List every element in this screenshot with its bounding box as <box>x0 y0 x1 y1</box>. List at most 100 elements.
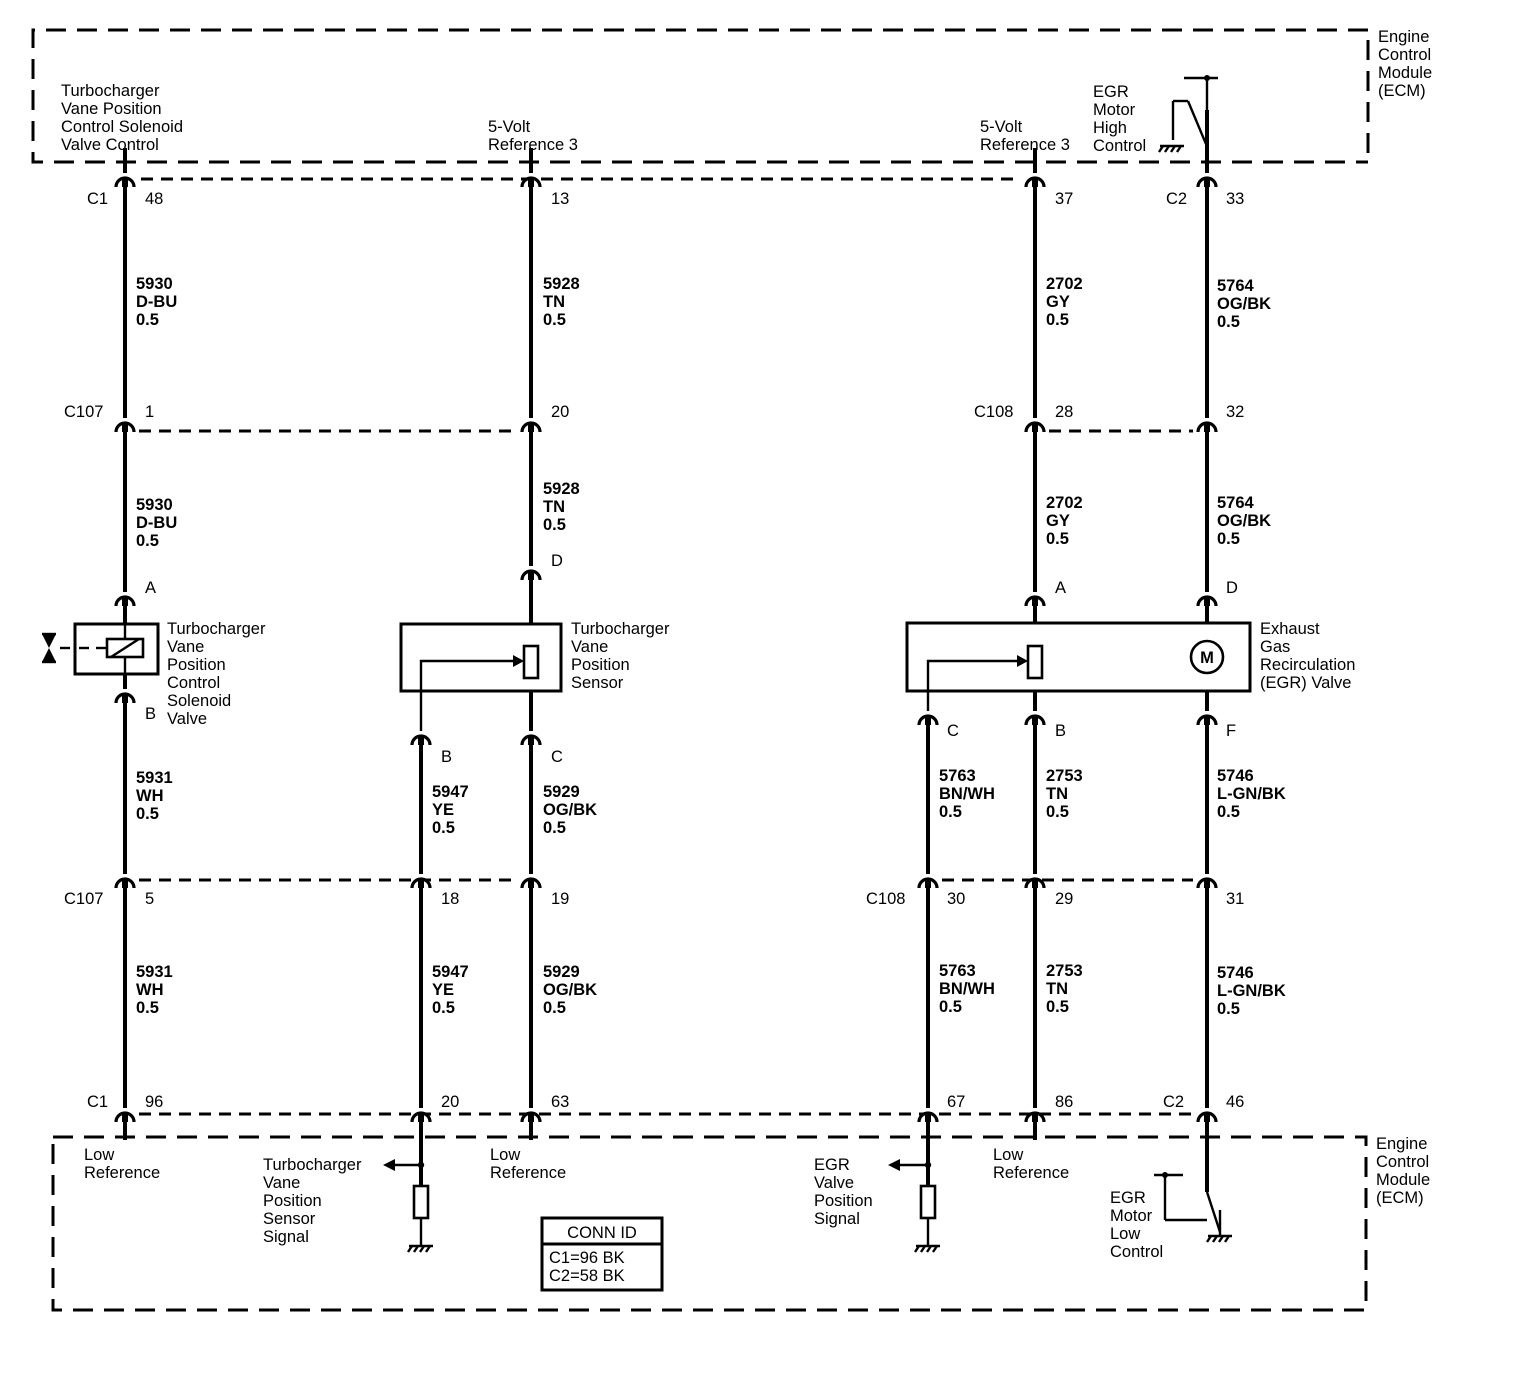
svg-text:TN: TN <box>1046 785 1068 803</box>
terminal-pin <box>1032 1113 1038 1122</box>
svg-text:5929: 5929 <box>543 963 580 981</box>
svg-text:C: C <box>947 722 959 740</box>
svg-text:5746: 5746 <box>1217 964 1254 982</box>
terminal-pin <box>122 423 128 432</box>
low-reference-labels: Low Reference Low Reference Low Referenc… <box>84 1146 1069 1182</box>
svg-text:37: 37 <box>1055 190 1073 208</box>
svg-text:OG/BK: OG/BK <box>543 981 597 999</box>
c107-upper-label: C107 <box>64 403 103 421</box>
egr-high-switch-symbol <box>1158 75 1218 153</box>
svg-text:Motor: Motor <box>1110 1207 1153 1225</box>
svg-text:67: 67 <box>947 1093 965 1111</box>
svg-text:OG/BK: OG/BK <box>543 801 597 819</box>
svg-text:0.5: 0.5 <box>1217 313 1240 331</box>
solenoid-valve <box>42 622 160 676</box>
svg-text:0.5: 0.5 <box>543 819 566 837</box>
svg-text:28: 28 <box>1055 403 1073 421</box>
svg-text:Signal: Signal <box>814 1210 860 1228</box>
terminal-pin <box>122 694 128 703</box>
svg-text:F: F <box>1226 722 1236 740</box>
svg-text:Vane: Vane <box>263 1174 300 1192</box>
svg-text:Engine: Engine <box>1378 28 1429 46</box>
svg-text:33: 33 <box>1226 190 1244 208</box>
svg-text:L-GN/BK: L-GN/BK <box>1217 982 1286 1000</box>
conn-id-row-c2: C2=58 BK <box>549 1267 625 1285</box>
terminal-pin <box>925 1113 931 1122</box>
c2-bottom-label: C2 <box>1163 1093 1184 1111</box>
svg-text:Vane: Vane <box>167 638 204 656</box>
svg-text:31: 31 <box>1226 890 1244 908</box>
egr-valve: M <box>905 621 1252 693</box>
svg-text:Control: Control <box>1093 137 1146 155</box>
svg-text:OG/BK: OG/BK <box>1217 295 1271 313</box>
svg-text:D-BU: D-BU <box>136 293 177 311</box>
terminal-pin <box>528 423 534 432</box>
svg-text:B: B <box>1055 722 1066 740</box>
svg-text:2753: 2753 <box>1046 767 1083 785</box>
svg-text:WH: WH <box>136 981 164 999</box>
svg-text:0.5: 0.5 <box>543 516 566 534</box>
terminal-pin <box>1032 716 1038 725</box>
svg-text:5763: 5763 <box>939 962 976 980</box>
svg-text:0.5: 0.5 <box>543 999 566 1017</box>
svg-text:Reference: Reference <box>490 1164 566 1182</box>
svg-text:30: 30 <box>947 890 965 908</box>
label-5v-reference-b: 5-Volt Reference 3 <box>980 118 1070 154</box>
terminal-pin <box>1204 716 1210 725</box>
svg-text:A: A <box>145 579 156 597</box>
terminal-pin <box>1032 178 1038 187</box>
svg-text:Valve: Valve <box>814 1174 854 1192</box>
svg-text:5947: 5947 <box>432 963 469 981</box>
solenoid-valve-label: Turbocharger Vane Position Control Solen… <box>167 620 266 728</box>
label-turbo-control: Turbocharger Vane Position Control Solen… <box>61 82 183 154</box>
svg-text:5764: 5764 <box>1217 277 1255 295</box>
svg-text:32: 32 <box>1226 403 1244 421</box>
svg-text:5931: 5931 <box>136 769 173 787</box>
ecm-top-frame <box>31 28 1368 164</box>
terminal-pin <box>122 1113 128 1122</box>
svg-text:5930: 5930 <box>136 275 173 293</box>
svg-text:Position: Position <box>814 1192 873 1210</box>
terminal-pin <box>1032 597 1038 606</box>
svg-text:20: 20 <box>441 1093 459 1111</box>
terminal-pin <box>925 716 931 725</box>
svg-text:EGR: EGR <box>1110 1189 1146 1207</box>
terminal-pin <box>1204 178 1210 187</box>
svg-text:2702: 2702 <box>1046 275 1083 293</box>
terminal-pin <box>528 571 534 580</box>
svg-text:Position: Position <box>167 656 226 674</box>
terminal-pin <box>418 1113 424 1122</box>
svg-text:YE: YE <box>432 801 454 819</box>
terminal-pin <box>1032 879 1038 888</box>
svg-text:Engine: Engine <box>1376 1135 1427 1153</box>
svg-text:0.5: 0.5 <box>1046 311 1069 329</box>
svg-text:46: 46 <box>1226 1093 1244 1111</box>
svg-text:(EGR) Valve: (EGR) Valve <box>1260 674 1351 692</box>
svg-text:18: 18 <box>441 890 459 908</box>
conn-id-row-c1: C1=96 BK <box>549 1249 625 1267</box>
c107-lower-label: C107 <box>64 890 103 908</box>
svg-text:Exhaust: Exhaust <box>1260 620 1320 638</box>
svg-text:0.5: 0.5 <box>136 532 159 550</box>
svg-text:WH: WH <box>136 787 164 805</box>
egr-low-label: EGR Motor Low Control <box>1110 1189 1163 1261</box>
svg-text:Vane Position: Vane Position <box>61 100 162 118</box>
svg-text:Vane: Vane <box>571 638 608 656</box>
svg-text:D: D <box>1226 579 1238 597</box>
svg-text:5764: 5764 <box>1217 494 1255 512</box>
vane-position-sensor-label: Turbocharger Vane Position Sensor <box>571 620 670 692</box>
svg-text:48: 48 <box>145 190 163 208</box>
svg-text:20: 20 <box>551 403 569 421</box>
svg-text:Low: Low <box>490 1146 520 1164</box>
